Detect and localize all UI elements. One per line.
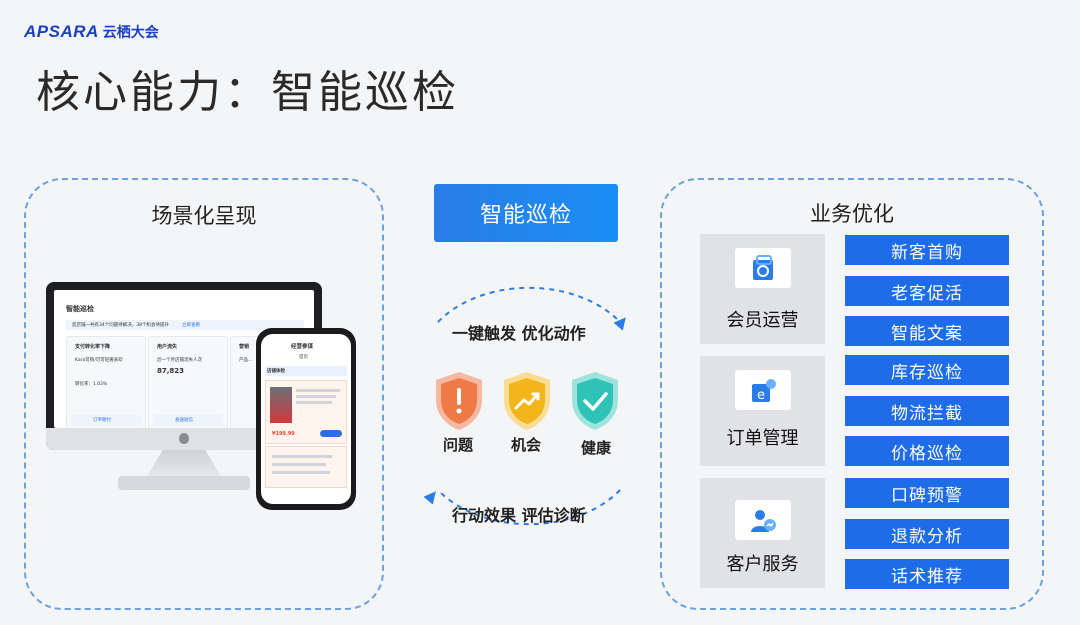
tag-refund-analysis[interactable]: 退款分析 <box>845 519 1009 549</box>
monitor-notice-bar <box>66 320 304 330</box>
card-line: Kara可购/可可轻奢表欢 <box>75 358 123 363</box>
customer-service-icon <box>735 500 791 540</box>
group-member-ops: 会员运营 <box>700 234 825 344</box>
card-title: 支付转化率下降 <box>75 344 111 350</box>
tag-inventory-check[interactable]: 库存巡检 <box>845 355 1009 385</box>
phone-screen: 经营参谋 首页 店铺体检 ¥199.99 <box>261 334 351 504</box>
opportunity-shield <box>500 370 554 432</box>
member-bag-icon <box>735 248 791 288</box>
product-image <box>270 387 292 423</box>
tag-price-check[interactable]: 价格巡检 <box>845 436 1009 466</box>
opportunity-label: 机会 <box>510 436 541 454</box>
evaluate-phrase: 行动效果 评估诊断 <box>452 506 586 525</box>
card-value: 87,823 <box>157 367 185 375</box>
brand-logo: APSARA 云栖大会 <box>24 22 159 42</box>
exclamation-shield-icon <box>436 372 482 430</box>
card-line: 转化率：1.03% <box>75 382 108 387</box>
group-label: 客户服务 <box>726 554 799 575</box>
card-btn-bg <box>153 415 223 425</box>
smart-inspection-button[interactable]: 智能巡检 <box>434 184 618 242</box>
monitor-header: 智能巡检 <box>66 305 94 313</box>
card-btn-bg <box>71 415 141 425</box>
business-panel: 业务优化 <box>660 178 1044 610</box>
problem-shield <box>432 370 486 432</box>
product-line <box>296 401 332 404</box>
brand-word: APSARA <box>24 22 99 41</box>
product-line <box>296 395 336 398</box>
group-order-mgmt: e 订单管理 <box>700 356 825 466</box>
group-customer-service: 客户服务 <box>700 478 825 588</box>
monitor-notice-link[interactable]: 立即查看 <box>182 323 200 328</box>
business-panel-title: 业务优化 <box>810 202 894 226</box>
scene-panel: 场景化呈现 <box>24 178 384 610</box>
trend-up-shield-icon <box>504 372 550 430</box>
product-line <box>272 471 330 474</box>
health-shield <box>568 370 622 432</box>
monitor-card-2: 用户流失 近一个月店铺流失人次 87,823 发送短信 <box>148 336 228 428</box>
scene-panel-title: 场景化呈现 <box>151 204 257 228</box>
phone-header: 经营参谋 <box>291 344 314 350</box>
brand-cn: 云栖大会 <box>102 25 159 41</box>
apple-logo-icon <box>179 433 189 444</box>
monitor-notice: 您店铺一共有34个问题待解决，38个机会待提升 <box>72 323 169 328</box>
card-line: 近一个月店铺流失人次 <box>157 358 202 363</box>
trigger-phrase: 一键触发 优化动作 <box>452 324 586 343</box>
tag-new-customer[interactable]: 新客首购 <box>845 235 1009 265</box>
phone-product-card: ¥199.99 <box>265 380 347 444</box>
card-action-button[interactable]: 发送短信 <box>175 418 193 423</box>
card-title: 用户流失 <box>157 344 178 350</box>
phone-tab[interactable]: 首页 <box>299 355 308 360</box>
phone-mockup: 经营参谋 首页 店铺体检 ¥199.99 <box>256 328 356 510</box>
phone-card-2 <box>265 446 347 488</box>
product-line <box>272 455 332 458</box>
tag-script-recommend[interactable]: 话术推荐 <box>845 559 1009 589</box>
problem-label: 问题 <box>442 436 473 454</box>
tag-old-customer[interactable]: 老客促活 <box>845 276 1009 306</box>
cycle-arrows <box>423 286 626 526</box>
monitor-card-1: 支付转化率下降 Kara可购/可可轻奢表欢 转化率：1.03% 订单催付 <box>66 336 146 428</box>
phone-section-bar <box>265 366 347 376</box>
check-shield-icon <box>572 372 618 430</box>
tag-logistics-intercept[interactable]: 物流拦截 <box>845 396 1009 426</box>
product-line <box>296 389 340 392</box>
tag-smart-copy[interactable]: 智能文案 <box>845 316 1009 346</box>
svg-text:e: e <box>757 388 765 403</box>
product-action-button[interactable] <box>320 430 342 437</box>
card-title: 营销 <box>239 344 250 350</box>
phone-section: 店铺体检 <box>267 369 285 374</box>
monitor-base <box>118 476 250 490</box>
tag-reputation-alert[interactable]: 口碑预警 <box>845 478 1009 508</box>
group-label: 会员运营 <box>726 310 799 331</box>
monitor-chin <box>46 428 322 450</box>
product-price: ¥199.99 <box>272 431 295 437</box>
card-line: 产品... <box>239 358 253 363</box>
health-label: 健康 <box>580 439 611 457</box>
product-line <box>272 463 326 466</box>
group-label: 订单管理 <box>726 428 799 449</box>
page-title: 核心能力：智能巡检 <box>36 67 459 118</box>
order-e-icon: e <box>735 370 791 410</box>
card-action-button[interactable]: 订单催付 <box>93 418 111 423</box>
